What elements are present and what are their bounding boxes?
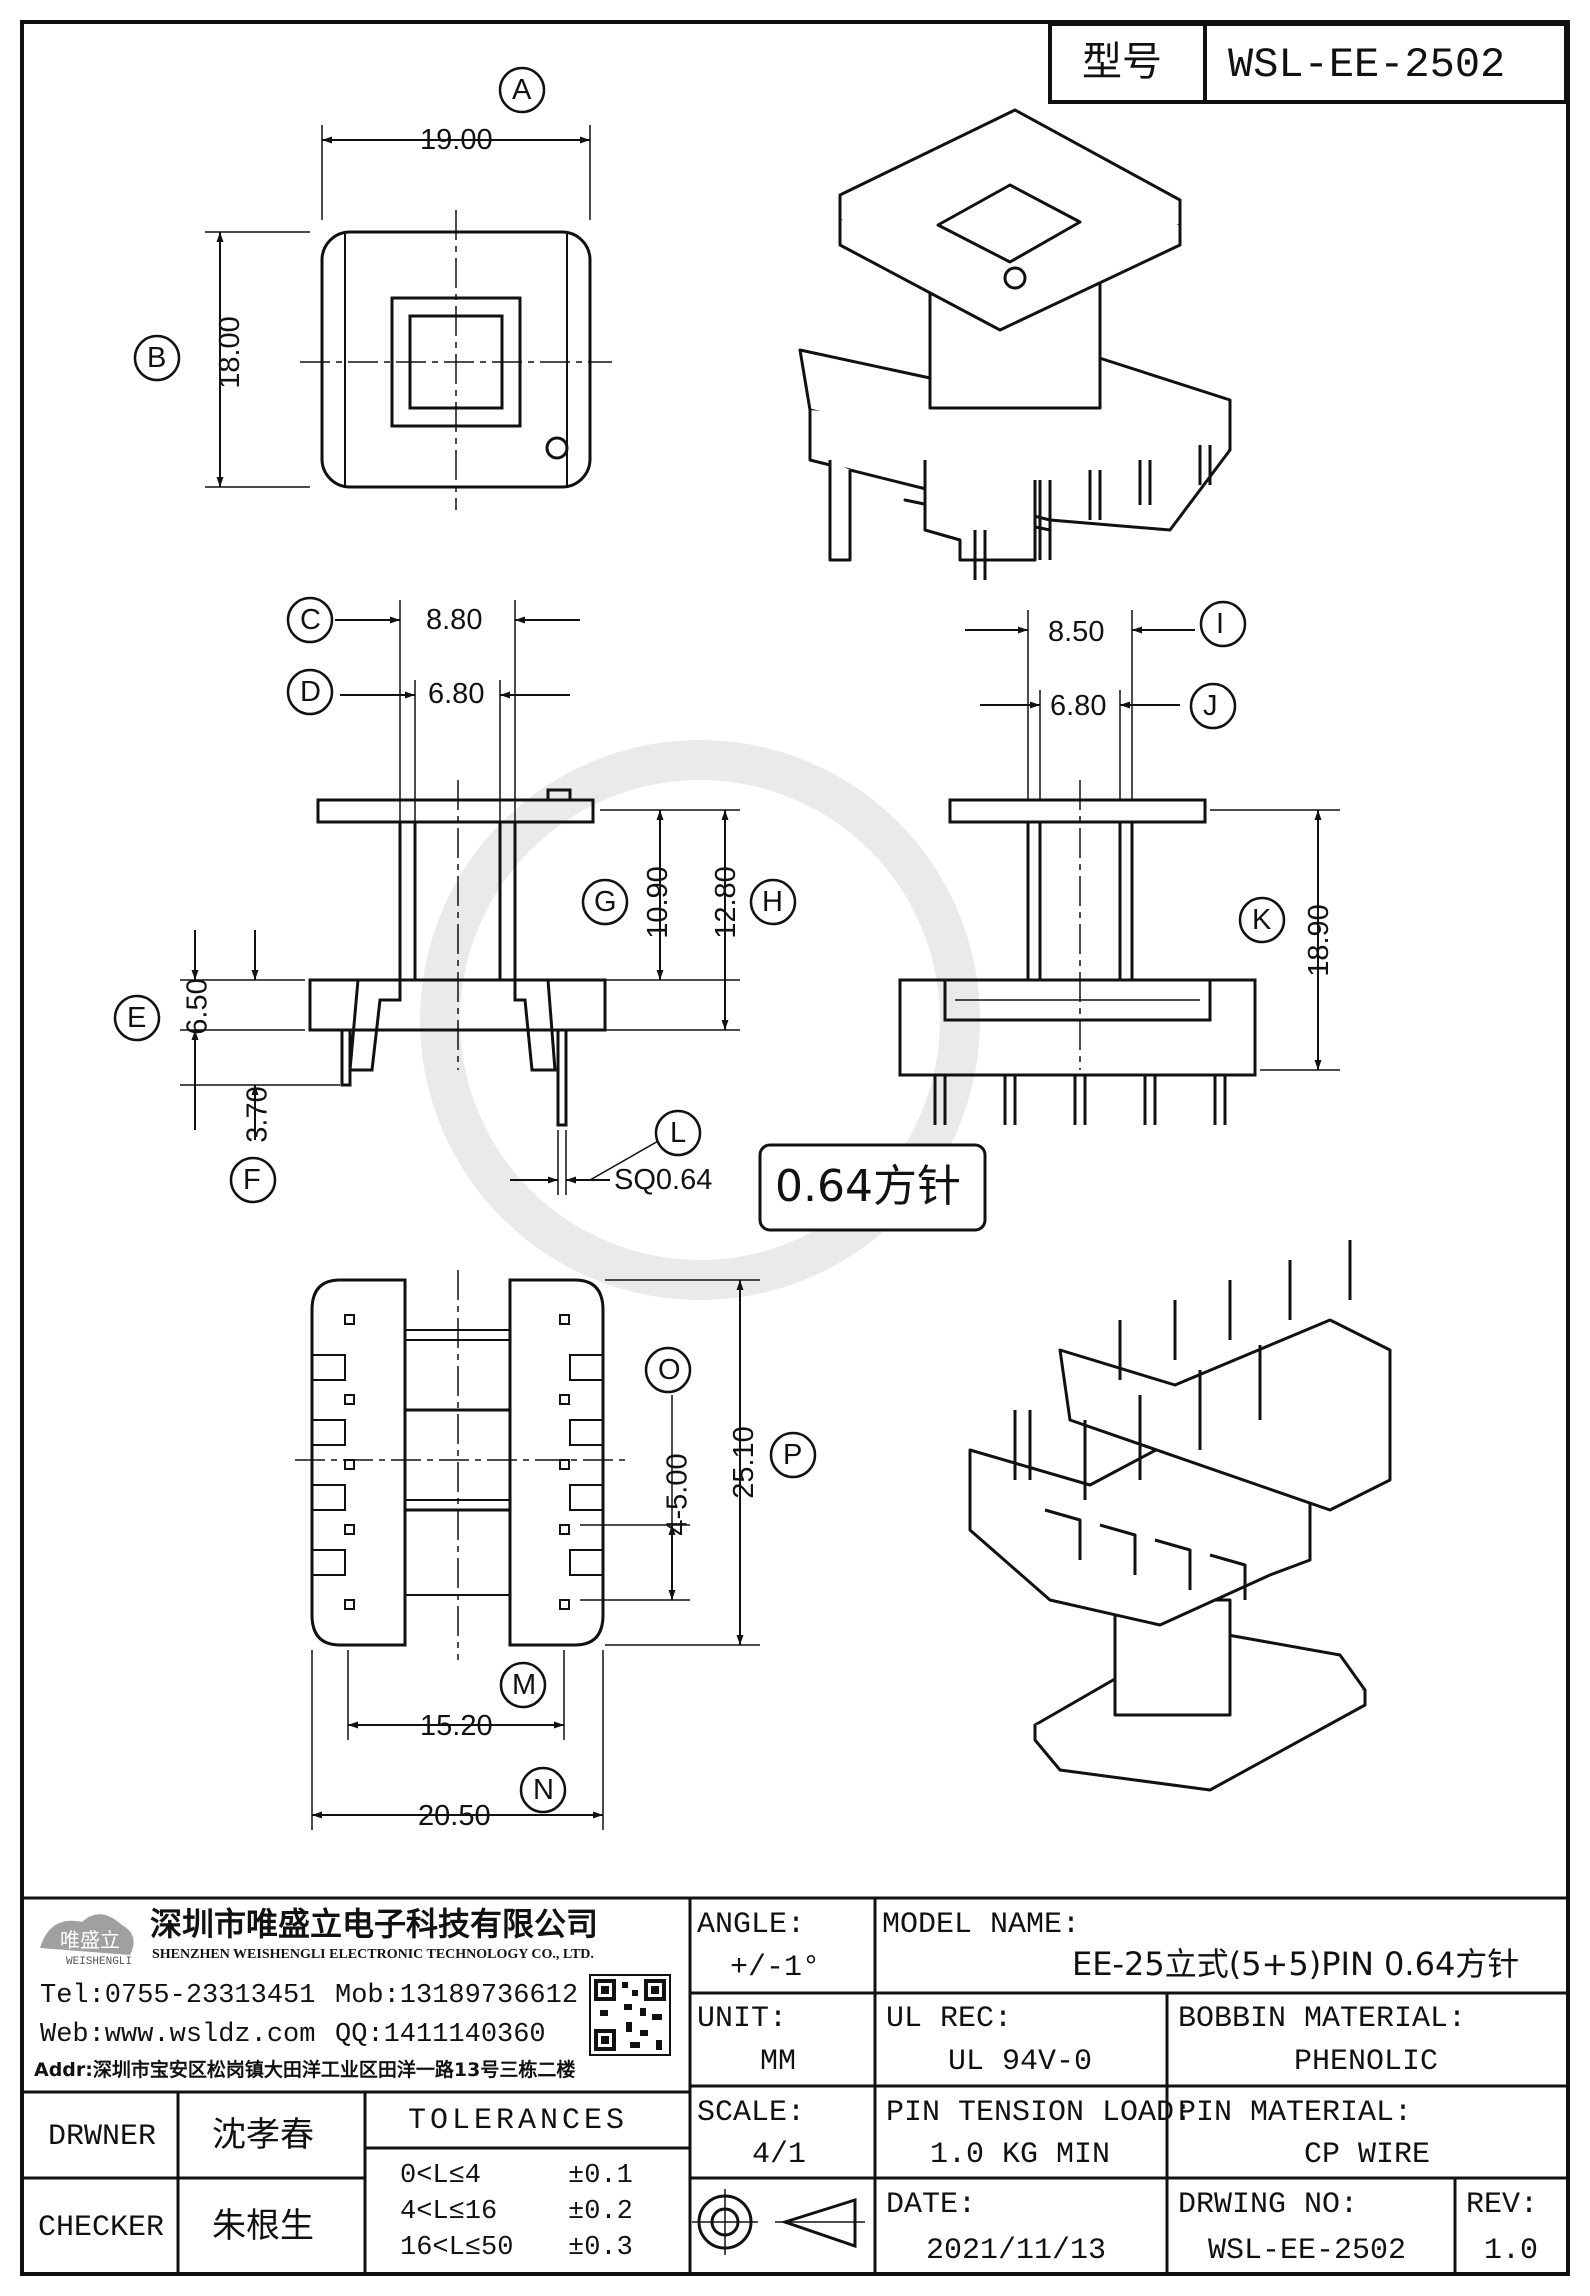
dim-n: 20.50 — [418, 1800, 491, 1832]
tol-range-3: 16<L≤50 — [400, 2233, 514, 2263]
dim-label-o: O — [658, 1354, 681, 1386]
side-view-circles — [1189, 600, 1286, 944]
company-name-cn: 深圳市唯盛立电子科技有限公司 — [150, 1905, 599, 1943]
dim-e: 6.50 — [181, 978, 214, 1035]
dim-h: 12.80 — [709, 866, 742, 939]
dim-label-l: L — [670, 1117, 687, 1149]
sheet-border — [20, 20, 1570, 2276]
ul-label: UL REC: — [886, 2002, 1013, 2036]
dim-label-a: A — [512, 74, 532, 106]
tol-range-2: 4<L≤16 — [400, 2197, 498, 2227]
iso-view-top — [798, 108, 1232, 580]
company-logo-text: 唯盛立 — [60, 1928, 120, 1952]
ul-value: UL 94V-0 — [948, 2045, 1093, 2079]
model-value: EE-25立式(5+5)PIN 0.64方针 — [1072, 1945, 1520, 1983]
dim-p: 25.10 — [727, 1426, 760, 1499]
dim-label-f: F — [243, 1164, 261, 1196]
unit-label: UNIT: — [697, 2002, 788, 2036]
front-view — [180, 600, 740, 1195]
company-name-en: SHENZHEN WEISHENGLI ELECTRONIC TECHNOLOG… — [152, 1947, 594, 1962]
company-address: Addr:深圳市宝安区松岗镇大田洋工业区田洋一路13号三栋二楼 — [34, 2059, 576, 2081]
top-view-circles — [133, 66, 546, 382]
tol-value-3: ±0.3 — [568, 2233, 633, 2263]
bobbin-value: PHENOLIC — [1294, 2045, 1439, 2079]
company-tel: Tel:0755-23313451 — [40, 1981, 316, 2011]
dim-label-i: I — [1216, 608, 1225, 640]
qr-code — [589, 1974, 671, 2056]
scale-value: 4/1 — [752, 2138, 807, 2172]
dim-m: 15.20 — [420, 1710, 493, 1742]
projection-symbol — [692, 2189, 865, 2255]
front-view-circles — [113, 596, 797, 1204]
dim-label-h: H — [762, 886, 783, 918]
drawing-no-value: WSL-EE-2502 — [1208, 2234, 1407, 2268]
dim-label-k: K — [1252, 904, 1272, 936]
dim-i: 8.50 — [1048, 616, 1105, 648]
dim-label-d: D — [300, 676, 321, 708]
bobbin-label: BOBBIN MATERIAL: — [1178, 2002, 1467, 2036]
dim-label-m: M — [512, 1669, 537, 1701]
top-view — [205, 125, 612, 510]
dim-label-j: J — [1203, 690, 1218, 722]
drawing-no-label: DRWING NO: — [1178, 2188, 1359, 2222]
checker-value: 朱根生 — [212, 2206, 314, 2246]
unit-value: MM — [760, 2045, 797, 2079]
dim-label-c: C — [300, 604, 321, 636]
iso-view-bottom — [968, 1240, 1392, 1792]
pin-material-label: PIN MATERIAL: — [1178, 2096, 1413, 2130]
tol-range-1: 0<L≤4 — [400, 2161, 482, 2191]
dim-j: 6.80 — [1050, 690, 1107, 722]
tol-value-1: ±0.1 — [568, 2161, 633, 2191]
drawer-value: 沈孝春 — [212, 2115, 314, 2155]
dim-label-n: N — [533, 1774, 554, 1806]
dim-top-width: 19.00 — [420, 124, 493, 156]
dim-label-p: P — [783, 1439, 803, 1471]
tol-value-2: ±0.2 — [568, 2197, 633, 2227]
company-mob: Mob:13189736612 — [335, 1981, 579, 2011]
angle-label: ANGLE: — [697, 1908, 806, 1942]
bottom-view-circles — [499, 1346, 817, 1814]
title-label: 型号 — [1082, 39, 1162, 85]
tension-label: PIN TENSION LOAD: — [886, 2096, 1193, 2130]
dim-label-g: G — [594, 886, 617, 918]
side-view — [898, 610, 1340, 1125]
dim-k: 18.90 — [1302, 904, 1335, 977]
tension-value: 1.0 KG MIN — [930, 2138, 1111, 2172]
company-logo — [40, 1914, 134, 1955]
checker-label: CHECKER — [38, 2211, 165, 2245]
dim-pin-size: SQ0.64 — [614, 1164, 713, 1196]
company-logo-sub: WEISHENGLI — [66, 1956, 133, 1968]
dim-c: 8.80 — [426, 604, 483, 636]
angle-value: +/-1° — [730, 1951, 821, 1985]
date-value: 2021/11/13 — [926, 2234, 1107, 2268]
company-qq: QQ:1411140360 — [335, 2020, 546, 2050]
part-number: WSL-EE-2502 — [1228, 41, 1506, 89]
note-box — [758, 1143, 987, 1232]
model-label: MODEL NAME: — [882, 1908, 1081, 1942]
scale-label: SCALE: — [697, 2096, 806, 2130]
pin-note: 0.64方针 — [775, 1161, 961, 1212]
dim-label-b: B — [147, 342, 167, 374]
dim-o: 4-5.00 — [661, 1453, 694, 1536]
dim-g: 10.90 — [641, 866, 674, 939]
dim-f: 3.70 — [241, 1086, 274, 1143]
drawer-label: DRWNER — [48, 2120, 157, 2154]
date-label: DATE: — [886, 2188, 977, 2222]
tolerances-label: TOLERANCES — [408, 2104, 629, 2138]
bottom-view — [295, 1270, 760, 1830]
dim-top-height: 18.00 — [213, 316, 246, 389]
pin-material-value: CP WIRE — [1304, 2138, 1431, 2172]
dim-d: 6.80 — [428, 678, 485, 710]
dim-label-e: E — [127, 1002, 147, 1034]
rev-value: 1.0 — [1484, 2234, 1539, 2268]
company-web: Web:www.wsldz.com — [40, 2020, 316, 2050]
title-block — [22, 1896, 1568, 2274]
rev-label: REV: — [1466, 2188, 1539, 2222]
title-box — [1048, 22, 1568, 104]
